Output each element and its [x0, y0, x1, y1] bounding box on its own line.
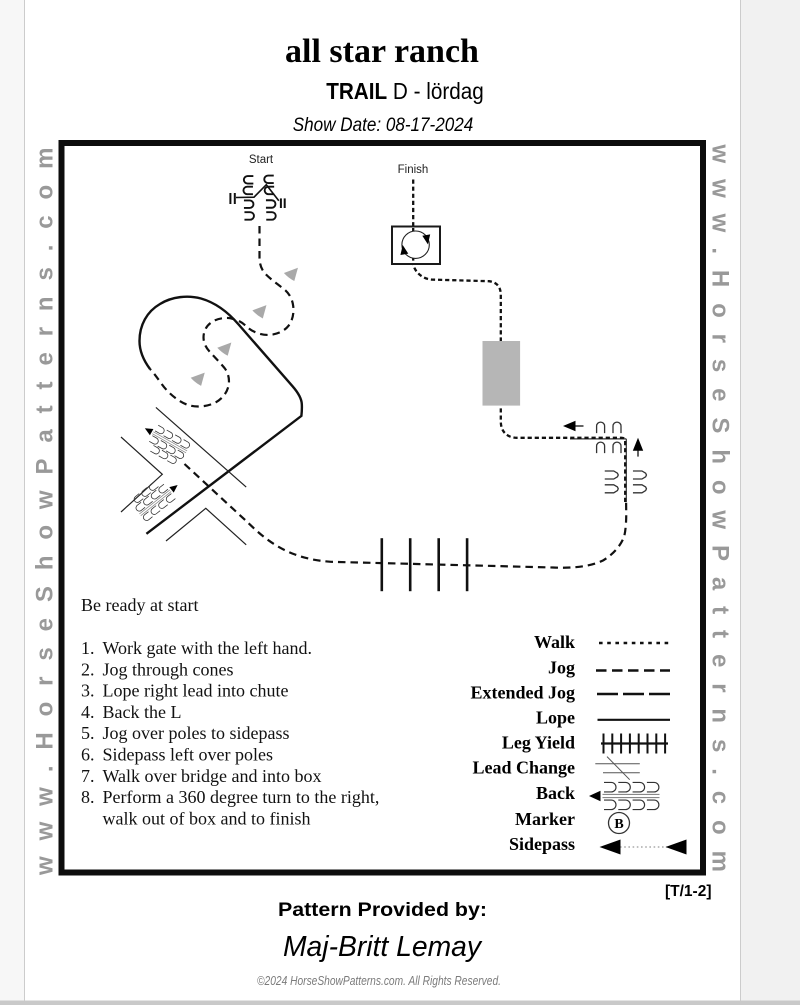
svg-text:Back the L: Back the L	[103, 702, 182, 722]
svg-text:www.HorseShowPatterns.com: www.HorseShowPatterns.com	[32, 132, 59, 876]
svg-text:2.: 2.	[81, 659, 95, 679]
svg-text:walk out of box and to finish: walk out of box and to finish	[103, 808, 311, 828]
svg-text:Lope: Lope	[536, 708, 575, 728]
svg-text:Walk: Walk	[534, 632, 575, 652]
svg-text:Marker: Marker	[515, 809, 575, 829]
svg-text:Sidepass left over poles: Sidepass left over poles	[103, 745, 273, 765]
svg-text:©2024 HorseShowPatterns.com. A: ©2024 HorseShowPatterns.com. All Rights …	[257, 973, 501, 988]
svg-text:Jog over poles to sidepass: Jog over poles to sidepass	[103, 723, 290, 743]
svg-text:Be ready at start: Be ready at start	[81, 595, 198, 615]
svg-text:TRAIL D - lördag: TRAIL D - lördag	[326, 78, 484, 104]
svg-text:Finish: Finish	[398, 164, 429, 176]
svg-text:Lope right lead into chute: Lope right lead into chute	[103, 681, 289, 701]
svg-text:Walk over bridge and into box: Walk over bridge and into box	[103, 766, 322, 786]
svg-text:Jog: Jog	[548, 658, 575, 678]
svg-text:Leg Yield: Leg Yield	[502, 733, 575, 753]
svg-text:Lead Change: Lead Change	[472, 758, 575, 778]
svg-text:3.: 3.	[81, 681, 95, 701]
svg-text:Pattern Provided by:: Pattern Provided by:	[278, 899, 487, 921]
svg-text:Extended Jog: Extended Jog	[470, 683, 575, 703]
svg-text:B: B	[614, 817, 623, 832]
svg-text:Sidepass: Sidepass	[509, 834, 575, 854]
svg-text:5.: 5.	[81, 723, 95, 743]
svg-text:www.HorseShowPatterns.com: www.HorseShowPatterns.com	[707, 144, 734, 888]
svg-text:Jog through cones: Jog through cones	[103, 659, 234, 679]
svg-text:4.: 4.	[81, 702, 95, 722]
svg-text:1.: 1.	[81, 638, 95, 658]
svg-text:[T/1-2]: [T/1-2]	[665, 883, 712, 900]
svg-text:7.: 7.	[81, 766, 95, 786]
svg-text:6.: 6.	[81, 745, 95, 765]
svg-text:Perform a 360 degree turn to t: Perform a 360 degree turn to the right,	[103, 787, 380, 807]
svg-text:Back: Back	[536, 783, 575, 803]
svg-text:Work gate with the left hand.: Work gate with the left hand.	[103, 638, 313, 658]
svg-text:Start: Start	[249, 154, 274, 166]
svg-text:all star ranch: all star ranch	[285, 33, 479, 70]
svg-text:8.: 8.	[81, 787, 95, 807]
svg-text:Maj-Britt Lemay: Maj-Britt Lemay	[283, 931, 482, 963]
svg-text:Show Date: 08-17-2024: Show Date: 08-17-2024	[293, 114, 474, 135]
